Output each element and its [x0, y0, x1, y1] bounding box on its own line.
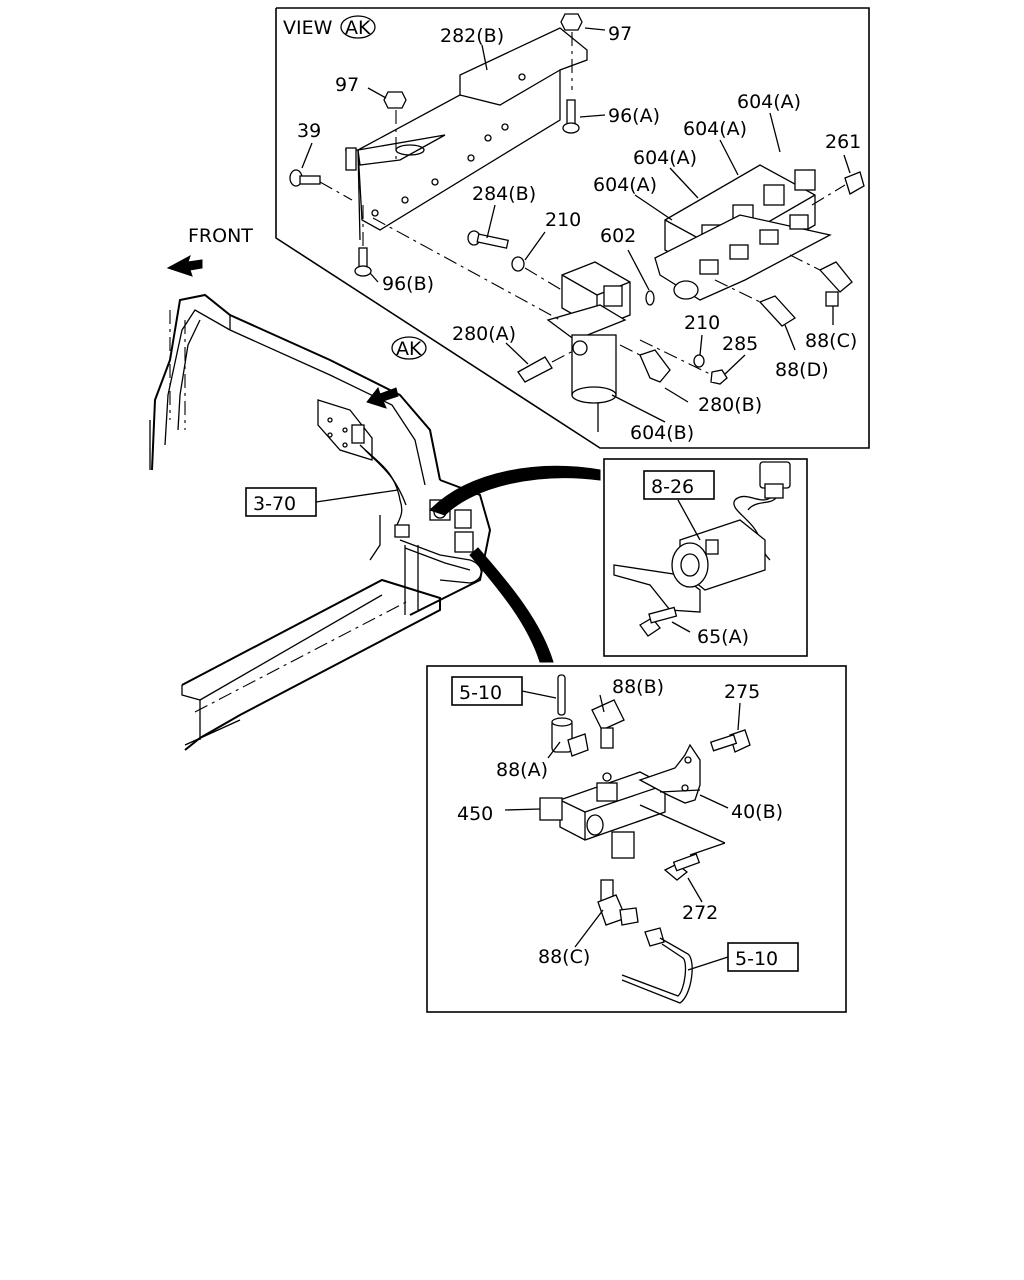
label-604a-1: 604(A) — [737, 91, 801, 113]
ak-arrow-icon — [366, 386, 399, 409]
washer-210b — [693, 354, 705, 368]
label-96a: 96(A) — [608, 105, 660, 127]
label-604a-4: 604(A) — [593, 174, 657, 196]
label-280b: 280(B) — [698, 394, 762, 416]
view-label: VIEW — [283, 17, 333, 39]
plug-261 — [844, 171, 865, 195]
nut-285 — [639, 339, 728, 385]
label-280a: 280(A) — [452, 323, 516, 345]
fitting-88d — [714, 279, 797, 327]
view-code: AK — [345, 17, 371, 39]
nut-97-left — [383, 91, 407, 160]
valve-bank-604a — [654, 164, 832, 301]
callout-curve-upper — [429, 465, 601, 516]
fitting-88c-top — [789, 254, 853, 307]
label-97-left: 97 — [335, 74, 359, 96]
oring-602 — [645, 290, 655, 306]
front-arrow-icon — [166, 254, 203, 277]
bolt-272 — [663, 853, 701, 881]
label-88b: 88(B) — [612, 676, 664, 698]
label-275: 275 — [724, 681, 760, 703]
label-604b: 604(B) — [630, 422, 694, 444]
bracket-40b — [638, 743, 701, 804]
fitting-280a — [517, 349, 576, 383]
label-602: 602 — [600, 225, 636, 247]
bolt-39 — [289, 169, 353, 201]
valve-604b — [546, 261, 631, 432]
ref-3-70-text: 3-70 — [253, 493, 296, 515]
ak-arrow: AK — [366, 336, 427, 409]
ref-5-10-bottom-text: 5-10 — [735, 948, 778, 970]
label-88c-top: 88(C) — [805, 330, 857, 352]
front-indicator: FRONT — [166, 225, 253, 277]
label-39: 39 — [297, 120, 321, 142]
box-8-26: 8-26 65(A) — [603, 458, 808, 657]
view-ak-panel: VIEW AK — [275, 7, 870, 449]
label-282b: 282(B) — [440, 25, 504, 47]
nut-97-top — [560, 13, 583, 90]
front-label: FRONT — [188, 225, 253, 247]
label-96b: 96(B) — [382, 273, 434, 295]
label-210-b: 210 — [684, 312, 720, 334]
bracket-282b — [345, 27, 588, 241]
label-40b: 40(B) — [731, 801, 783, 823]
fitting-88a — [551, 717, 589, 757]
label-272: 272 — [682, 902, 718, 924]
bolt-284b — [467, 230, 509, 249]
pipe-5-10 — [621, 927, 693, 1004]
bolt-275 — [709, 729, 751, 753]
label-284b: 284(B) — [472, 183, 536, 205]
label-88a: 88(A) — [496, 759, 548, 781]
fitting-88c-bottom — [597, 879, 639, 926]
label-88c-bottom: 88(C) — [538, 946, 590, 968]
label-65a: 65(A) — [697, 626, 749, 648]
callout-curve-lower — [469, 547, 554, 663]
bolt-65a — [639, 606, 678, 637]
label-210-a: 210 — [545, 209, 581, 231]
label-285: 285 — [722, 333, 758, 355]
vehicle-frame — [149, 293, 492, 751]
valve-block-450 — [539, 771, 666, 859]
ak-arrow-code: AK — [396, 338, 422, 360]
box-lower-detail: 5-10 — [426, 665, 847, 1013]
bolt-96a — [562, 99, 580, 134]
solenoid-switch — [613, 461, 791, 613]
fitting-280b — [619, 344, 671, 383]
ref-3-70: 3-70 — [245, 487, 399, 517]
washer-210 — [511, 256, 571, 296]
label-97-top: 97 — [608, 23, 632, 45]
label-261: 261 — [825, 131, 861, 153]
ref-8-26-text: 8-26 — [651, 476, 694, 498]
label-604a-3: 604(A) — [633, 147, 697, 169]
bolt-96b — [354, 205, 372, 277]
fitting-88b — [591, 699, 625, 749]
ref-5-10-top-text: 5-10 — [459, 682, 502, 704]
label-450: 450 — [457, 803, 493, 825]
label-88d: 88(D) — [775, 359, 829, 381]
label-604a-2: 604(A) — [683, 118, 747, 140]
